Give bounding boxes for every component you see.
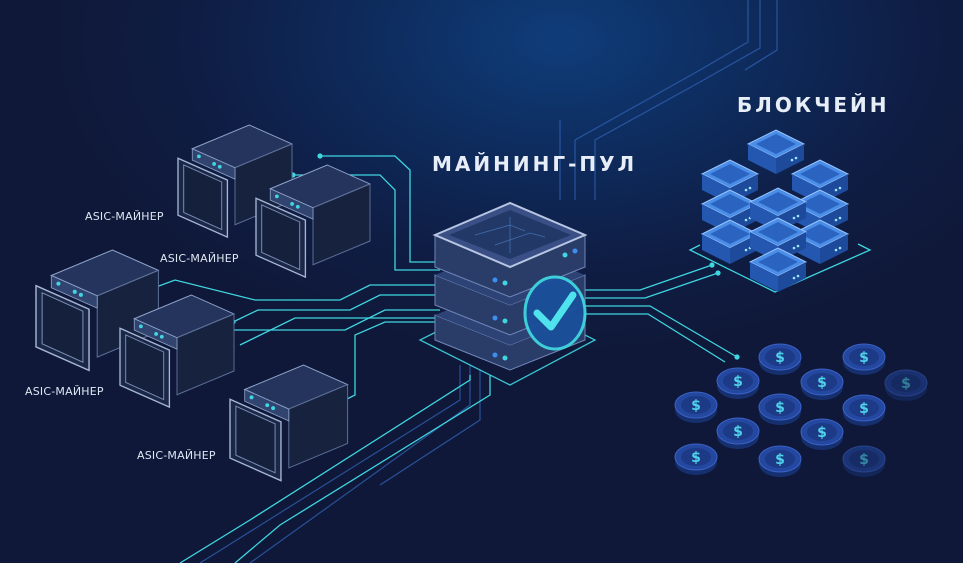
- miner-label-3: ASIC-МАЙНЕР: [25, 385, 104, 398]
- miner-label-4: ASIC-МАЙНЕР: [137, 449, 216, 462]
- checkmark-icon: [523, 275, 587, 351]
- miner-label-2: ASIC-МАЙНЕР: [160, 252, 239, 265]
- blockchain-title: БЛОКЧЕЙН: [737, 93, 890, 117]
- miner-label-1: ASIC-МАЙНЕР: [85, 210, 164, 223]
- pool-title: МАЙНИНГ-ПУЛ: [432, 152, 638, 176]
